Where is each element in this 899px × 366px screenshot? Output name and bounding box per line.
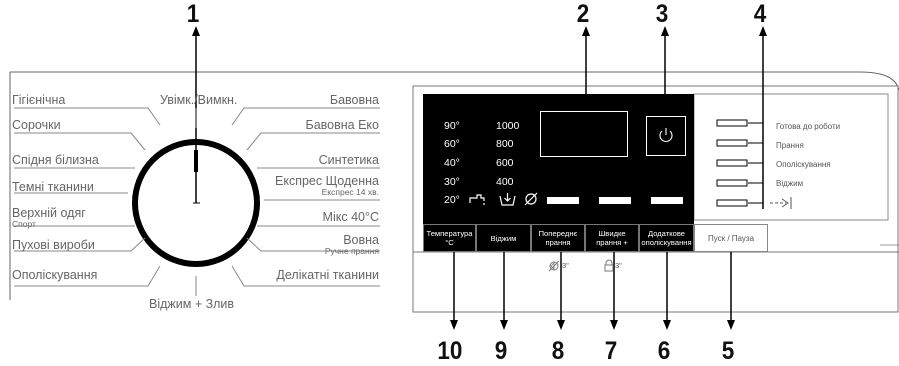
extra-rinse-button-line2: ополіскування	[641, 238, 692, 247]
speed-400: 400	[496, 176, 514, 188]
callout-7: 7	[604, 337, 618, 365]
program-rinse[interactable]: Ополіскування	[12, 268, 98, 282]
temp-40: 40°	[444, 157, 460, 169]
speed-600: 600	[496, 157, 514, 169]
spin-button-label: Віджим	[490, 233, 517, 243]
dial-top-label: Увімк./Вимкн.	[160, 93, 238, 107]
callout-1: 1	[186, 0, 200, 28]
program-underwear[interactable]: Спідня білизна	[12, 153, 99, 167]
extra-rinse-button-line1: Додаткове	[647, 229, 686, 238]
program-outerwear[interactable]: Верхній одяг Спорт	[12, 206, 86, 229]
no-spin-icon	[524, 192, 538, 206]
speed-1000: 1000	[496, 120, 520, 132]
quick-wash-button-line2: прання +	[596, 238, 628, 247]
program-synthetics[interactable]: Синтетика	[318, 153, 379, 167]
power-icon	[659, 128, 673, 142]
spin-button[interactable]: Віджим	[476, 224, 531, 252]
program-express-sub: Експрес 14 хв.	[321, 187, 379, 197]
callout-4: 4	[753, 0, 767, 28]
program-dark[interactable]: Темні тканини	[12, 180, 94, 194]
tap-icon	[469, 194, 485, 205]
program-outerwear-label: Верхній одяг	[12, 206, 86, 220]
temperature-button-line2: °C	[445, 238, 454, 247]
program-down[interactable]: Пухові вироби	[12, 238, 95, 252]
display-area	[540, 111, 628, 157]
program-hygiene[interactable]: Гігієнічна	[12, 93, 66, 107]
callout-10: 10	[437, 337, 463, 365]
dial-bottom-label: Віджим + Злив	[149, 297, 235, 311]
segment-bar	[599, 197, 631, 204]
start-pause-button[interactable]: Пуск / Пауза	[694, 224, 768, 252]
callout-5: 5	[721, 337, 735, 365]
prewash-button-line2: прання	[545, 238, 571, 247]
callout-3: 3	[655, 0, 669, 28]
temperature-button[interactable]: Температура°C	[423, 224, 476, 252]
program-outerwear-sub: Спорт	[12, 219, 36, 229]
wash-basin-icon	[499, 193, 516, 206]
program-cotton[interactable]: Бавовна	[329, 93, 379, 107]
callout-2: 2	[576, 0, 590, 28]
sound-off-hold-time: 3"	[562, 261, 569, 270]
status-spin: Віджим	[776, 179, 804, 188]
program-wool[interactable]: Вовна Ручне прання	[325, 233, 379, 256]
power-button[interactable]	[646, 116, 686, 156]
prewash-button-line1: Попереднє	[538, 229, 578, 238]
program-shirts[interactable]: Сорочки	[12, 118, 61, 132]
speed-800: 800	[496, 138, 514, 150]
child-lock-icon	[604, 259, 614, 272]
segment-bar	[651, 197, 683, 204]
callout-9: 9	[494, 337, 508, 365]
program-express-label: Експрес Щоденна	[275, 174, 379, 188]
segment-bar	[547, 197, 579, 204]
program-mix[interactable]: Мікс 40°C	[322, 210, 379, 224]
sound-off-icon	[548, 260, 560, 272]
callout-6: 6	[657, 337, 671, 365]
status-rinse: Ополіскування	[776, 160, 831, 169]
quick-wash-button-line1: Швидке	[598, 229, 626, 238]
temp-30: 30°	[444, 176, 460, 188]
status-wash: Прання	[776, 141, 804, 150]
temp-20: 20°	[444, 194, 460, 206]
child-lock-hold-time: 3"	[615, 261, 622, 270]
temp-90: 90°	[444, 120, 460, 132]
temp-60: 60°	[444, 138, 460, 150]
status-ready: Готова до роботи	[776, 122, 841, 131]
program-wool-label: Вовна	[343, 233, 379, 247]
temperature-button-line1: Температура	[426, 229, 473, 238]
program-delicate[interactable]: Делікатні тканини	[276, 268, 379, 282]
callout-8: 8	[551, 337, 565, 365]
program-cotton-eco[interactable]: Бавовна Еко	[305, 118, 379, 132]
control-panel	[423, 94, 694, 248]
program-express[interactable]: Експрес Щоденна Експрес 14 хв.	[275, 174, 379, 197]
program-wool-sub: Ручне прання	[324, 246, 379, 256]
